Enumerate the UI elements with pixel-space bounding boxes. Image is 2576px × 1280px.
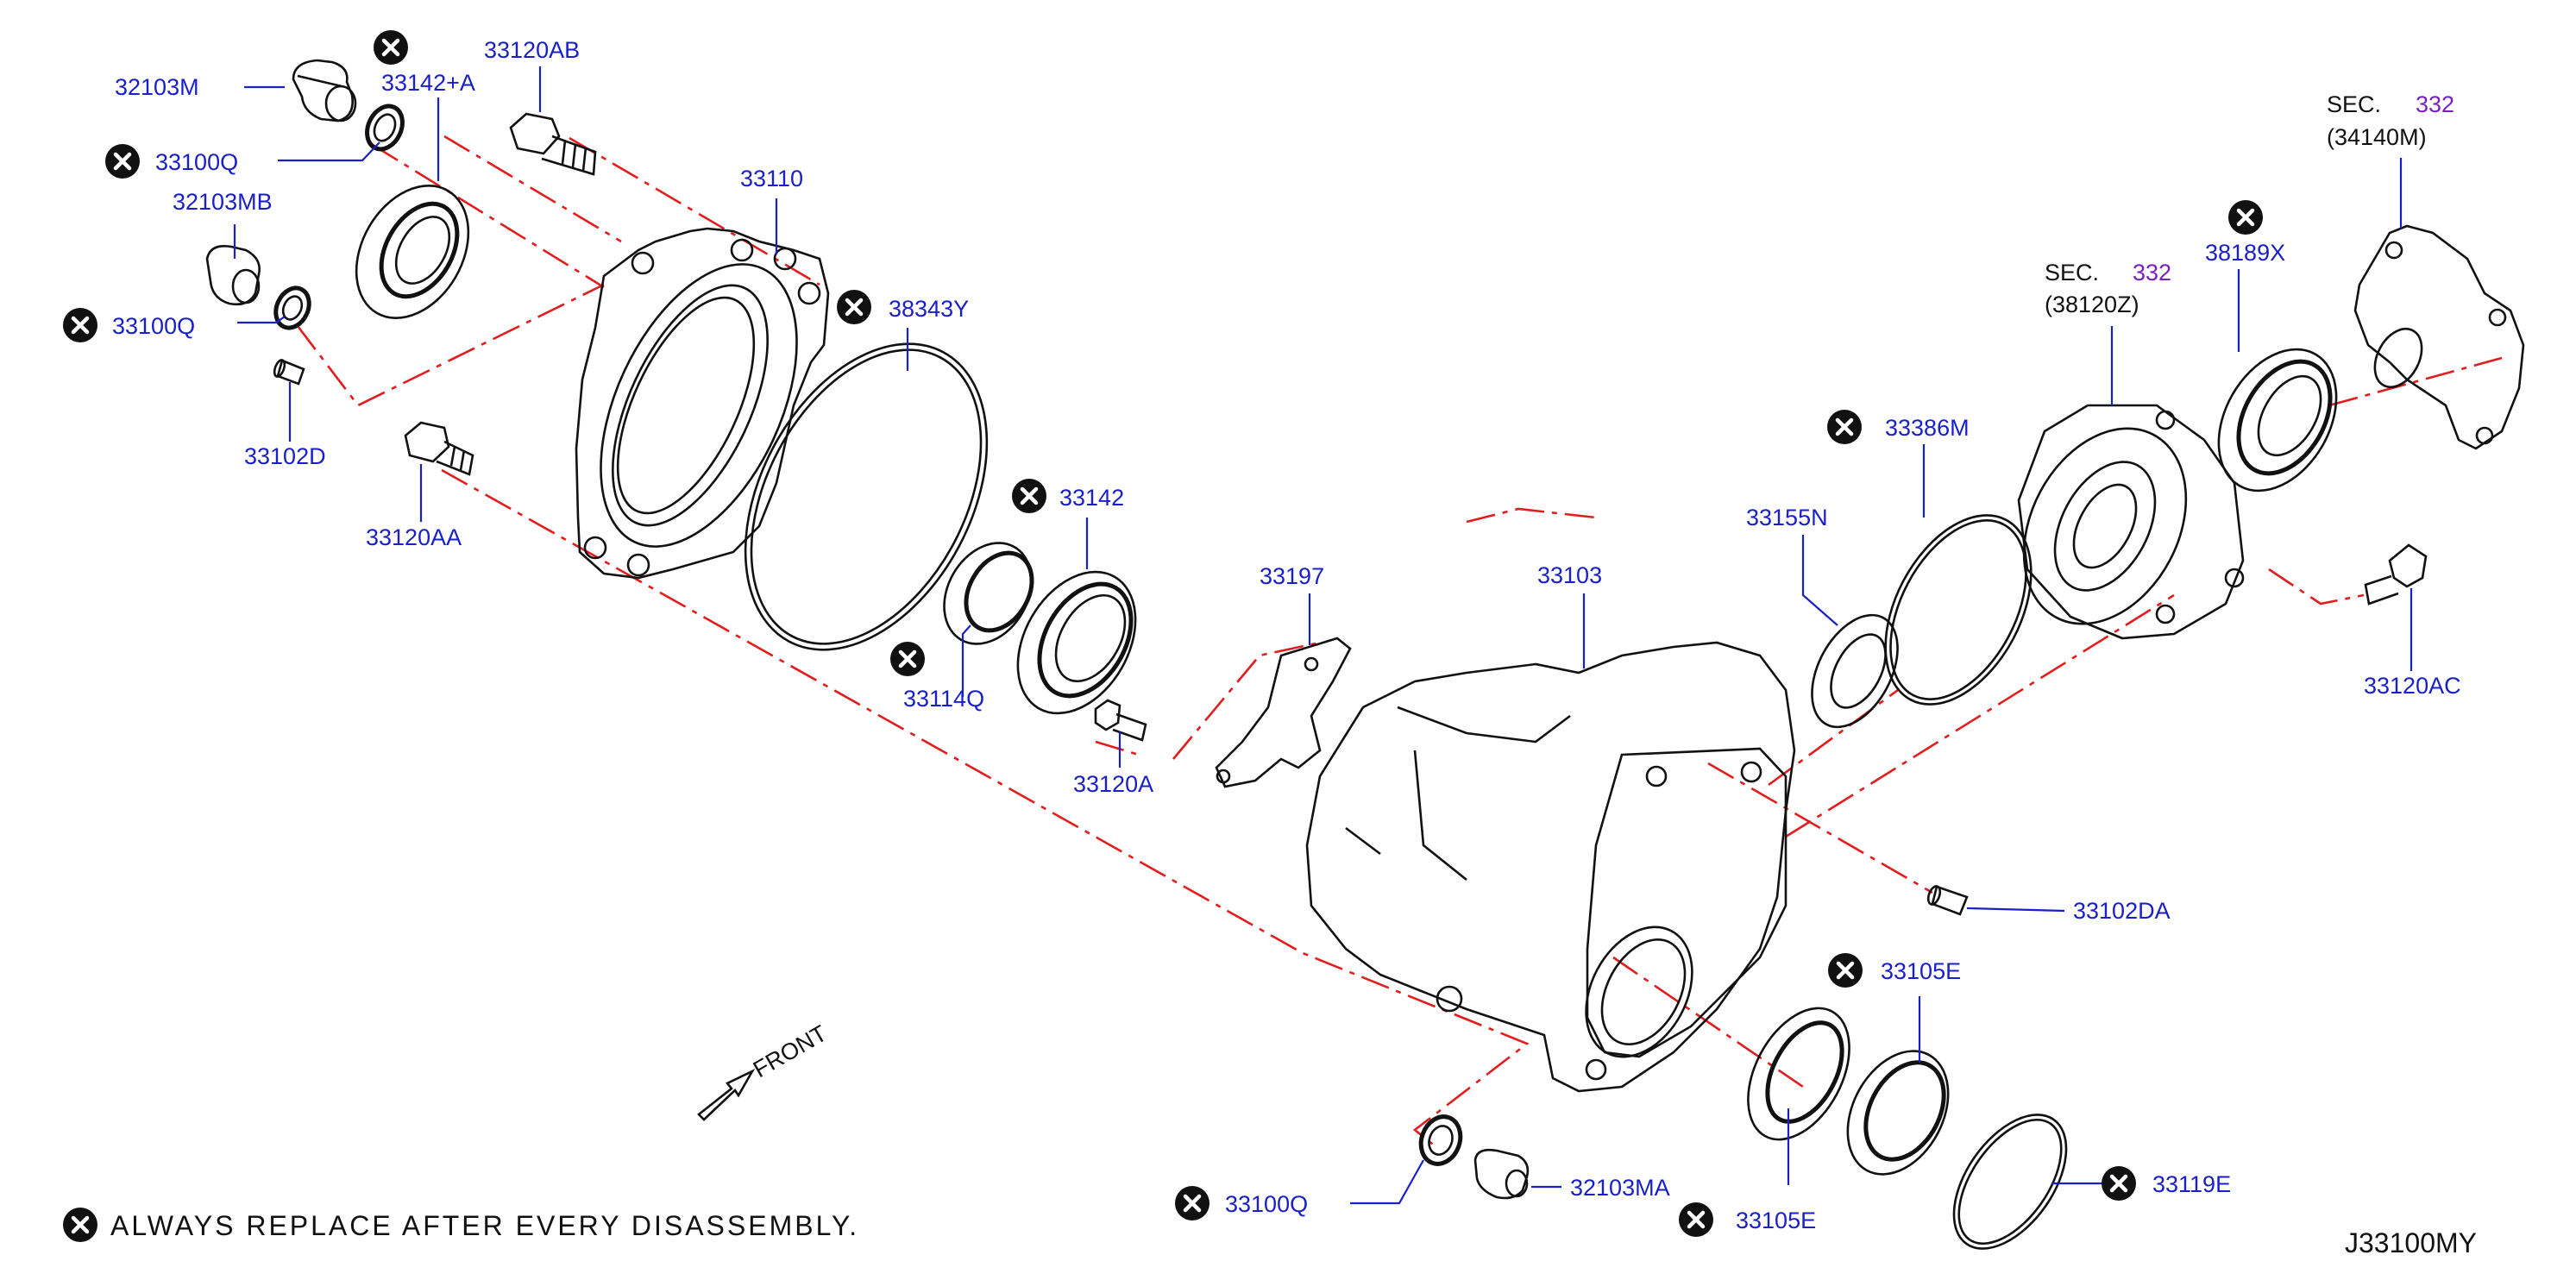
section-ref-34140m: SEC. 332 (34140M): [2327, 91, 2454, 150]
replace-icon: [105, 144, 140, 179]
sec-number: 332: [2416, 91, 2454, 117]
label-38189x: 38189X: [2205, 240, 2285, 266]
sec-part-ref: (34140M): [2327, 124, 2427, 150]
label-33120a: 33120A: [1073, 771, 1153, 797]
label-33102da: 33102DA: [2073, 898, 2171, 924]
o-ring-33386m: [1884, 514, 2033, 706]
bolt-33120a: [1094, 699, 1147, 742]
label-33103: 33103: [1537, 562, 1602, 588]
o-ring-38343y: [744, 342, 989, 651]
sec-number: 332: [2133, 260, 2171, 285]
front-label: FRONT: [749, 1020, 832, 1082]
bolt-33120ac: [2364, 543, 2428, 605]
label-33120ab: 33120AB: [484, 37, 580, 63]
washer-33100q-left: [273, 285, 311, 330]
bolt-33120aa: [404, 421, 474, 476]
label-33120aa: 33120AA: [366, 524, 462, 550]
replace-icon: [837, 290, 871, 324]
label-33100q-c: 33100Q: [1225, 1191, 1308, 1217]
plug-32103ma: [1473, 1148, 1530, 1200]
label-32103mb: 32103MB: [173, 189, 273, 215]
label-33100q-a: 33100Q: [155, 149, 238, 175]
sec-prefix: SEC.: [2045, 260, 2099, 285]
replace-icon: [374, 30, 408, 65]
label-33114q: 33114Q: [903, 686, 984, 712]
plug-32103mb: [205, 245, 261, 306]
label-33120ac: 33120AC: [2364, 673, 2461, 699]
label-33155n: 33155N: [1746, 505, 1828, 530]
replace-icon: [2102, 1166, 2136, 1201]
label-33105e-b: 33105E: [1736, 1208, 1816, 1233]
label-33100q-b: 33100Q: [112, 313, 195, 339]
dowel-33102d: [273, 359, 305, 386]
sec-part-ref: (38120Z): [2045, 292, 2139, 317]
flange-34140m: [2353, 224, 2525, 450]
replace-icon: [1827, 410, 1862, 444]
part-labels: 32103M 33142+A 33120AB 33100Q 32103MB 33…: [112, 37, 2461, 1233]
label-33105e-a: 33105E: [1881, 958, 1961, 984]
diagram-code: J33100MY: [2345, 1227, 2477, 1258]
replace-icon: [63, 308, 97, 342]
seal-33105e-inner: [1846, 1050, 1950, 1176]
label-32103m: 32103M: [115, 74, 199, 100]
reference-lines: [296, 135, 2503, 1149]
o-ring-33119e: [1952, 1114, 2068, 1250]
replace-icon: [1828, 953, 1863, 988]
seal-33105e-outer: [1747, 1007, 1850, 1141]
replace-marks: [63, 30, 2263, 1242]
shim-33155n: [1811, 613, 1899, 729]
transfer-case-33103: [1305, 641, 1796, 1093]
label-33142: 33142: [1059, 485, 1124, 511]
cover-housing-33110: [575, 227, 830, 580]
label-33110: 33110: [740, 166, 803, 191]
bracket-33197: [1215, 637, 1352, 788]
label-33119e: 33119E: [2152, 1171, 2231, 1197]
label-33386m: 33386M: [1885, 415, 1970, 441]
oil-seal-33142a: [355, 184, 470, 320]
label-33142a: 33142+A: [381, 70, 475, 96]
bearing-38120z: [2017, 404, 2245, 640]
oil-seal-38189x: [2217, 348, 2338, 493]
sec-prefix: SEC.: [2327, 91, 2381, 117]
replace-icon: [890, 642, 925, 676]
oil-seal-33142: [1016, 570, 1137, 715]
section-ref-38120z: SEC. 332 (38120Z): [2045, 260, 2171, 317]
bolt-33120ab: [509, 112, 597, 176]
replace-note: ALWAYS REPLACE AFTER EVERY DISASSEMBLY.: [110, 1210, 859, 1241]
front-arrow: FRONT: [697, 1020, 832, 1121]
label-33197: 33197: [1260, 563, 1324, 589]
replace-icon: [2228, 200, 2263, 235]
arrow-icon: [697, 1069, 756, 1121]
plug-32103m: [292, 59, 357, 122]
label-38343y: 38343Y: [889, 296, 969, 322]
label-32103ma: 32103MA: [1570, 1175, 1670, 1201]
seal-33114q: [943, 542, 1034, 645]
leader-lines: [233, 66, 2413, 1205]
replace-icon: [1012, 479, 1046, 513]
washer-33100q-top: [365, 104, 405, 152]
replace-icon: [63, 1208, 97, 1242]
replace-icon: [1679, 1202, 1713, 1237]
replace-icon: [1175, 1186, 1209, 1220]
dowel-33102da: [1926, 885, 1969, 916]
washer-33100q-bottom: [1418, 1114, 1463, 1166]
label-33102d: 33102D: [244, 443, 326, 469]
